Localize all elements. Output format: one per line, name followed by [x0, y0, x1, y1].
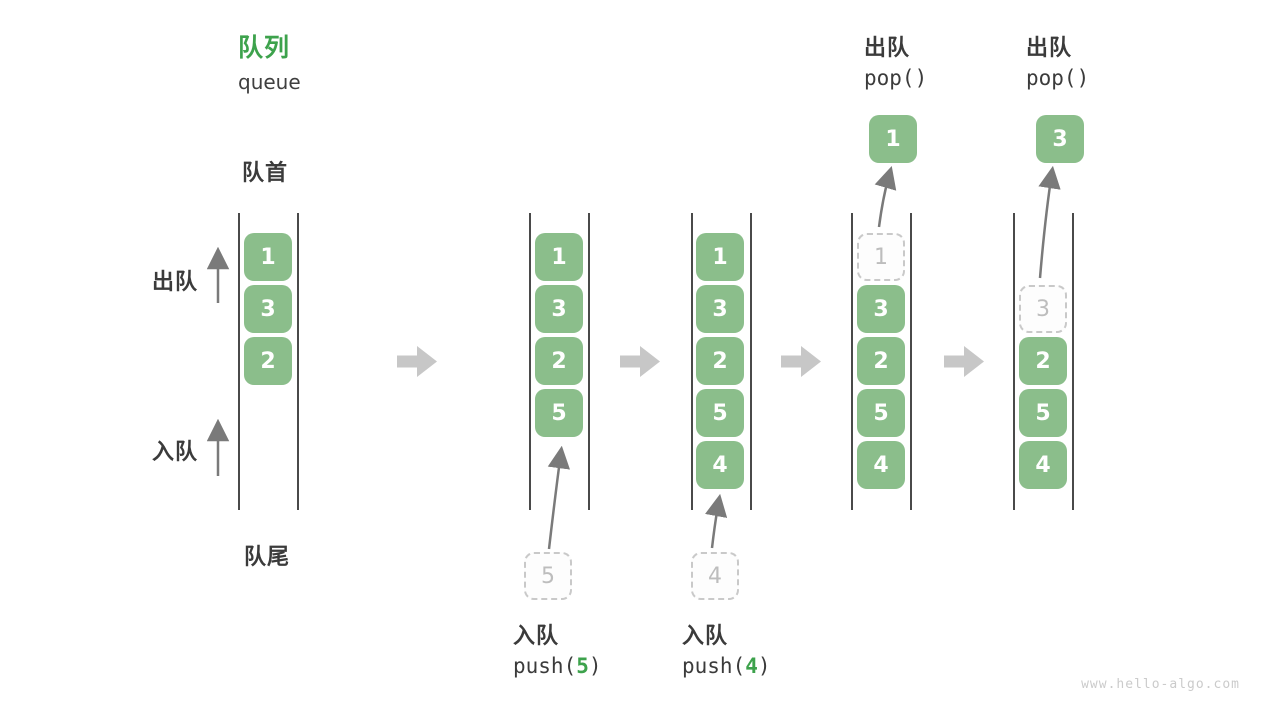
queue2-left-wall [529, 213, 531, 510]
popped-item: 1 [869, 115, 917, 163]
queue-item: 5 [535, 389, 583, 437]
page-title: 队列 [238, 33, 291, 62]
label-dequeue-op: 出队 [864, 36, 911, 61]
push4-arrow-icon [705, 493, 728, 549]
code-arg: 5 [576, 654, 589, 678]
incoming-item-ghost: 5 [524, 552, 572, 600]
label-dequeue-side: 出队 [152, 270, 199, 295]
queue-item: 1 [696, 233, 744, 281]
label-enqueue-op: 入队 [682, 624, 729, 649]
queue-item: 3 [535, 285, 583, 333]
queue-item: 3 [696, 285, 744, 333]
page-subtitle: queue [238, 70, 301, 94]
removed-item-ghost: 3 [1019, 285, 1067, 333]
code-push5: push(5) [513, 654, 602, 678]
queue1-right-wall [297, 213, 299, 510]
label-queue-rear: 队尾 [244, 545, 291, 570]
queue3-left-wall [691, 213, 693, 510]
queue-item: 1 [535, 233, 583, 281]
queue-item: 4 [1019, 441, 1067, 489]
queue2-right-wall [588, 213, 590, 510]
queue-item: 5 [857, 389, 905, 437]
queue-item: 2 [857, 337, 905, 385]
next-step-arrow-icon [620, 346, 660, 377]
queue-item: 2 [535, 337, 583, 385]
queue5-right-wall [1072, 213, 1074, 510]
queue-item: 1 [244, 233, 292, 281]
queue-item: 2 [1019, 337, 1067, 385]
push5-arrow-icon [547, 445, 571, 550]
watermark: www.hello-algo.com [1081, 677, 1240, 692]
queue-item: 3 [857, 285, 905, 333]
queue-item: 2 [696, 337, 744, 385]
queue-item: 3 [244, 285, 292, 333]
next-step-arrow-icon [397, 346, 437, 377]
code-pop1: pop() [864, 66, 928, 90]
queue4-right-wall [910, 213, 912, 510]
code-arg: 4 [745, 654, 758, 678]
label-enqueue-op: 入队 [513, 624, 560, 649]
queue-item: 2 [244, 337, 292, 385]
code-text: push( [513, 654, 577, 678]
queue-item: 5 [696, 389, 744, 437]
queue5-left-wall [1013, 213, 1015, 510]
code-push4: push(4) [682, 654, 771, 678]
label-dequeue-op: 出队 [1026, 36, 1073, 61]
incoming-item-ghost: 4 [691, 552, 739, 600]
queue-item: 4 [696, 441, 744, 489]
code-text: ) [757, 654, 771, 678]
pop1-arrow-icon [874, 165, 897, 228]
popped-item: 3 [1036, 115, 1084, 163]
code-text: push( [682, 654, 746, 678]
next-step-arrow-icon [944, 346, 984, 377]
label-queue-front: 队首 [242, 161, 289, 186]
queue3-right-wall [750, 213, 752, 510]
next-step-arrow-icon [781, 346, 821, 377]
pop3-arrow-icon [1038, 165, 1061, 279]
code-pop3: pop() [1026, 66, 1090, 90]
queue4-left-wall [851, 213, 853, 510]
queue-item: 5 [1019, 389, 1067, 437]
label-enqueue-side: 入队 [152, 440, 199, 465]
queue1-left-wall [238, 213, 240, 510]
code-text: ) [588, 654, 602, 678]
removed-item-ghost: 1 [857, 233, 905, 281]
queue-item: 4 [857, 441, 905, 489]
